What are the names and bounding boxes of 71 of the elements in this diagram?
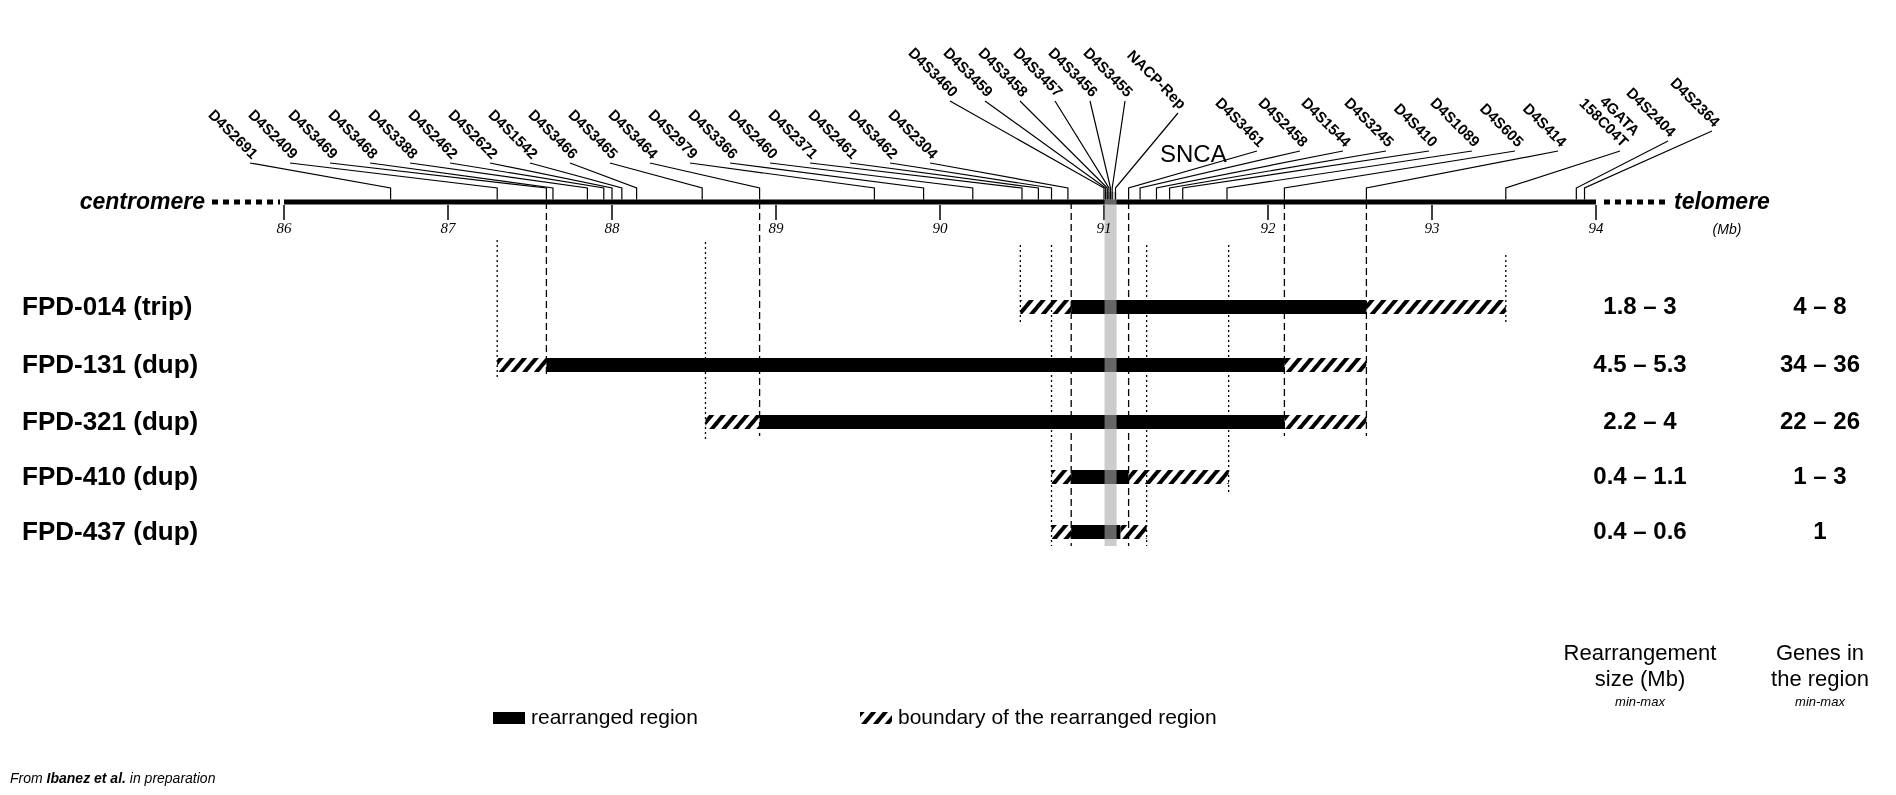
leader-line xyxy=(1054,100,1110,201)
leader-line xyxy=(609,162,703,201)
axis-tick-label: 86 xyxy=(276,220,292,237)
axis-tick-label: 88 xyxy=(604,220,620,237)
legend-label: boundary of the rearranged region xyxy=(898,705,1217,729)
leader-line xyxy=(1139,150,1301,201)
leader-line xyxy=(449,162,605,201)
gene-count-value: 22 – 26 xyxy=(1779,407,1861,435)
axis-tick-label: 94 xyxy=(1588,220,1604,237)
leader-line xyxy=(1169,150,1387,201)
sample-label: FPD-437 (dup) xyxy=(22,516,199,547)
leader-line xyxy=(1505,150,1621,201)
leader-line xyxy=(529,162,623,201)
leader-line xyxy=(649,162,761,201)
leader-line xyxy=(949,100,1105,201)
sample-label: FPD-410 (dup) xyxy=(22,461,199,492)
leader-line xyxy=(1283,150,1516,201)
leader-line xyxy=(1019,100,1108,201)
leader-line xyxy=(1111,100,1126,201)
centromere-label: centromere xyxy=(79,188,205,215)
column-header: Rearrangement size (Mb) xyxy=(1562,640,1718,692)
leader-line xyxy=(1182,150,1430,201)
leader-line xyxy=(729,162,925,201)
size-range-value: 0.4 – 0.6 xyxy=(1593,517,1687,545)
chromosome-bar xyxy=(284,199,1596,205)
leader-line xyxy=(984,100,1107,201)
size-range-value: 0.4 – 1.1 xyxy=(1593,462,1687,490)
leader-line xyxy=(1155,150,1344,201)
leader-line xyxy=(849,162,1039,201)
axis-tick-label: 91 xyxy=(1096,220,1112,237)
axis-tick-label: 93 xyxy=(1424,220,1440,237)
leader-line xyxy=(689,162,875,201)
size-range-value: 1.8 – 3 xyxy=(1603,292,1677,320)
leader-line xyxy=(289,162,498,201)
axis-tick-label: 87 xyxy=(440,220,456,237)
axis-tick-label: 90 xyxy=(932,220,948,237)
leader-line xyxy=(1226,150,1473,201)
leader-line xyxy=(369,162,554,201)
telomere-label: telomere xyxy=(1674,188,1770,215)
leader-line xyxy=(809,162,1023,201)
leader-line xyxy=(489,162,613,201)
leader-line xyxy=(1575,140,1669,201)
leader-line xyxy=(569,162,638,201)
column-subheader: min-max xyxy=(1795,694,1845,709)
leader-line xyxy=(1114,112,1179,201)
size-range-value: 4.5 – 5.3 xyxy=(1593,350,1687,378)
axis-tick-label: 89 xyxy=(768,220,784,237)
sample-label: FPD-131 (dup) xyxy=(22,349,199,380)
leader-line xyxy=(889,162,1053,201)
leader-line xyxy=(1365,150,1559,201)
sample-label: FPD-321 (dup) xyxy=(22,406,199,437)
gene-count-value: 34 – 36 xyxy=(1779,350,1861,378)
sample-label: FPD-014 (trip) xyxy=(22,291,193,322)
leader-line xyxy=(409,162,588,201)
leader-line xyxy=(1089,100,1112,201)
leader-line xyxy=(249,162,392,201)
leader-line xyxy=(1583,130,1713,201)
size-range-value: 2.2 – 4 xyxy=(1603,407,1677,435)
axis-tick-label: 92 xyxy=(1260,220,1276,237)
leader-line xyxy=(1128,150,1258,201)
leader-line xyxy=(769,162,974,201)
leader-line xyxy=(329,162,547,201)
leader-line xyxy=(929,162,1069,201)
gene-count-value: 1 xyxy=(1813,517,1827,545)
source-note: From Ibanez et al. in preparation xyxy=(10,770,216,786)
column-header: Genes in the region xyxy=(1770,640,1870,692)
legend-label: rearranged region xyxy=(531,705,698,729)
column-subheader: min-max xyxy=(1615,694,1665,709)
axis-unit-label: (Mb) xyxy=(1712,221,1742,237)
gene-count-value: 4 – 8 xyxy=(1793,292,1847,320)
gene-count-value: 1 – 3 xyxy=(1793,462,1847,490)
